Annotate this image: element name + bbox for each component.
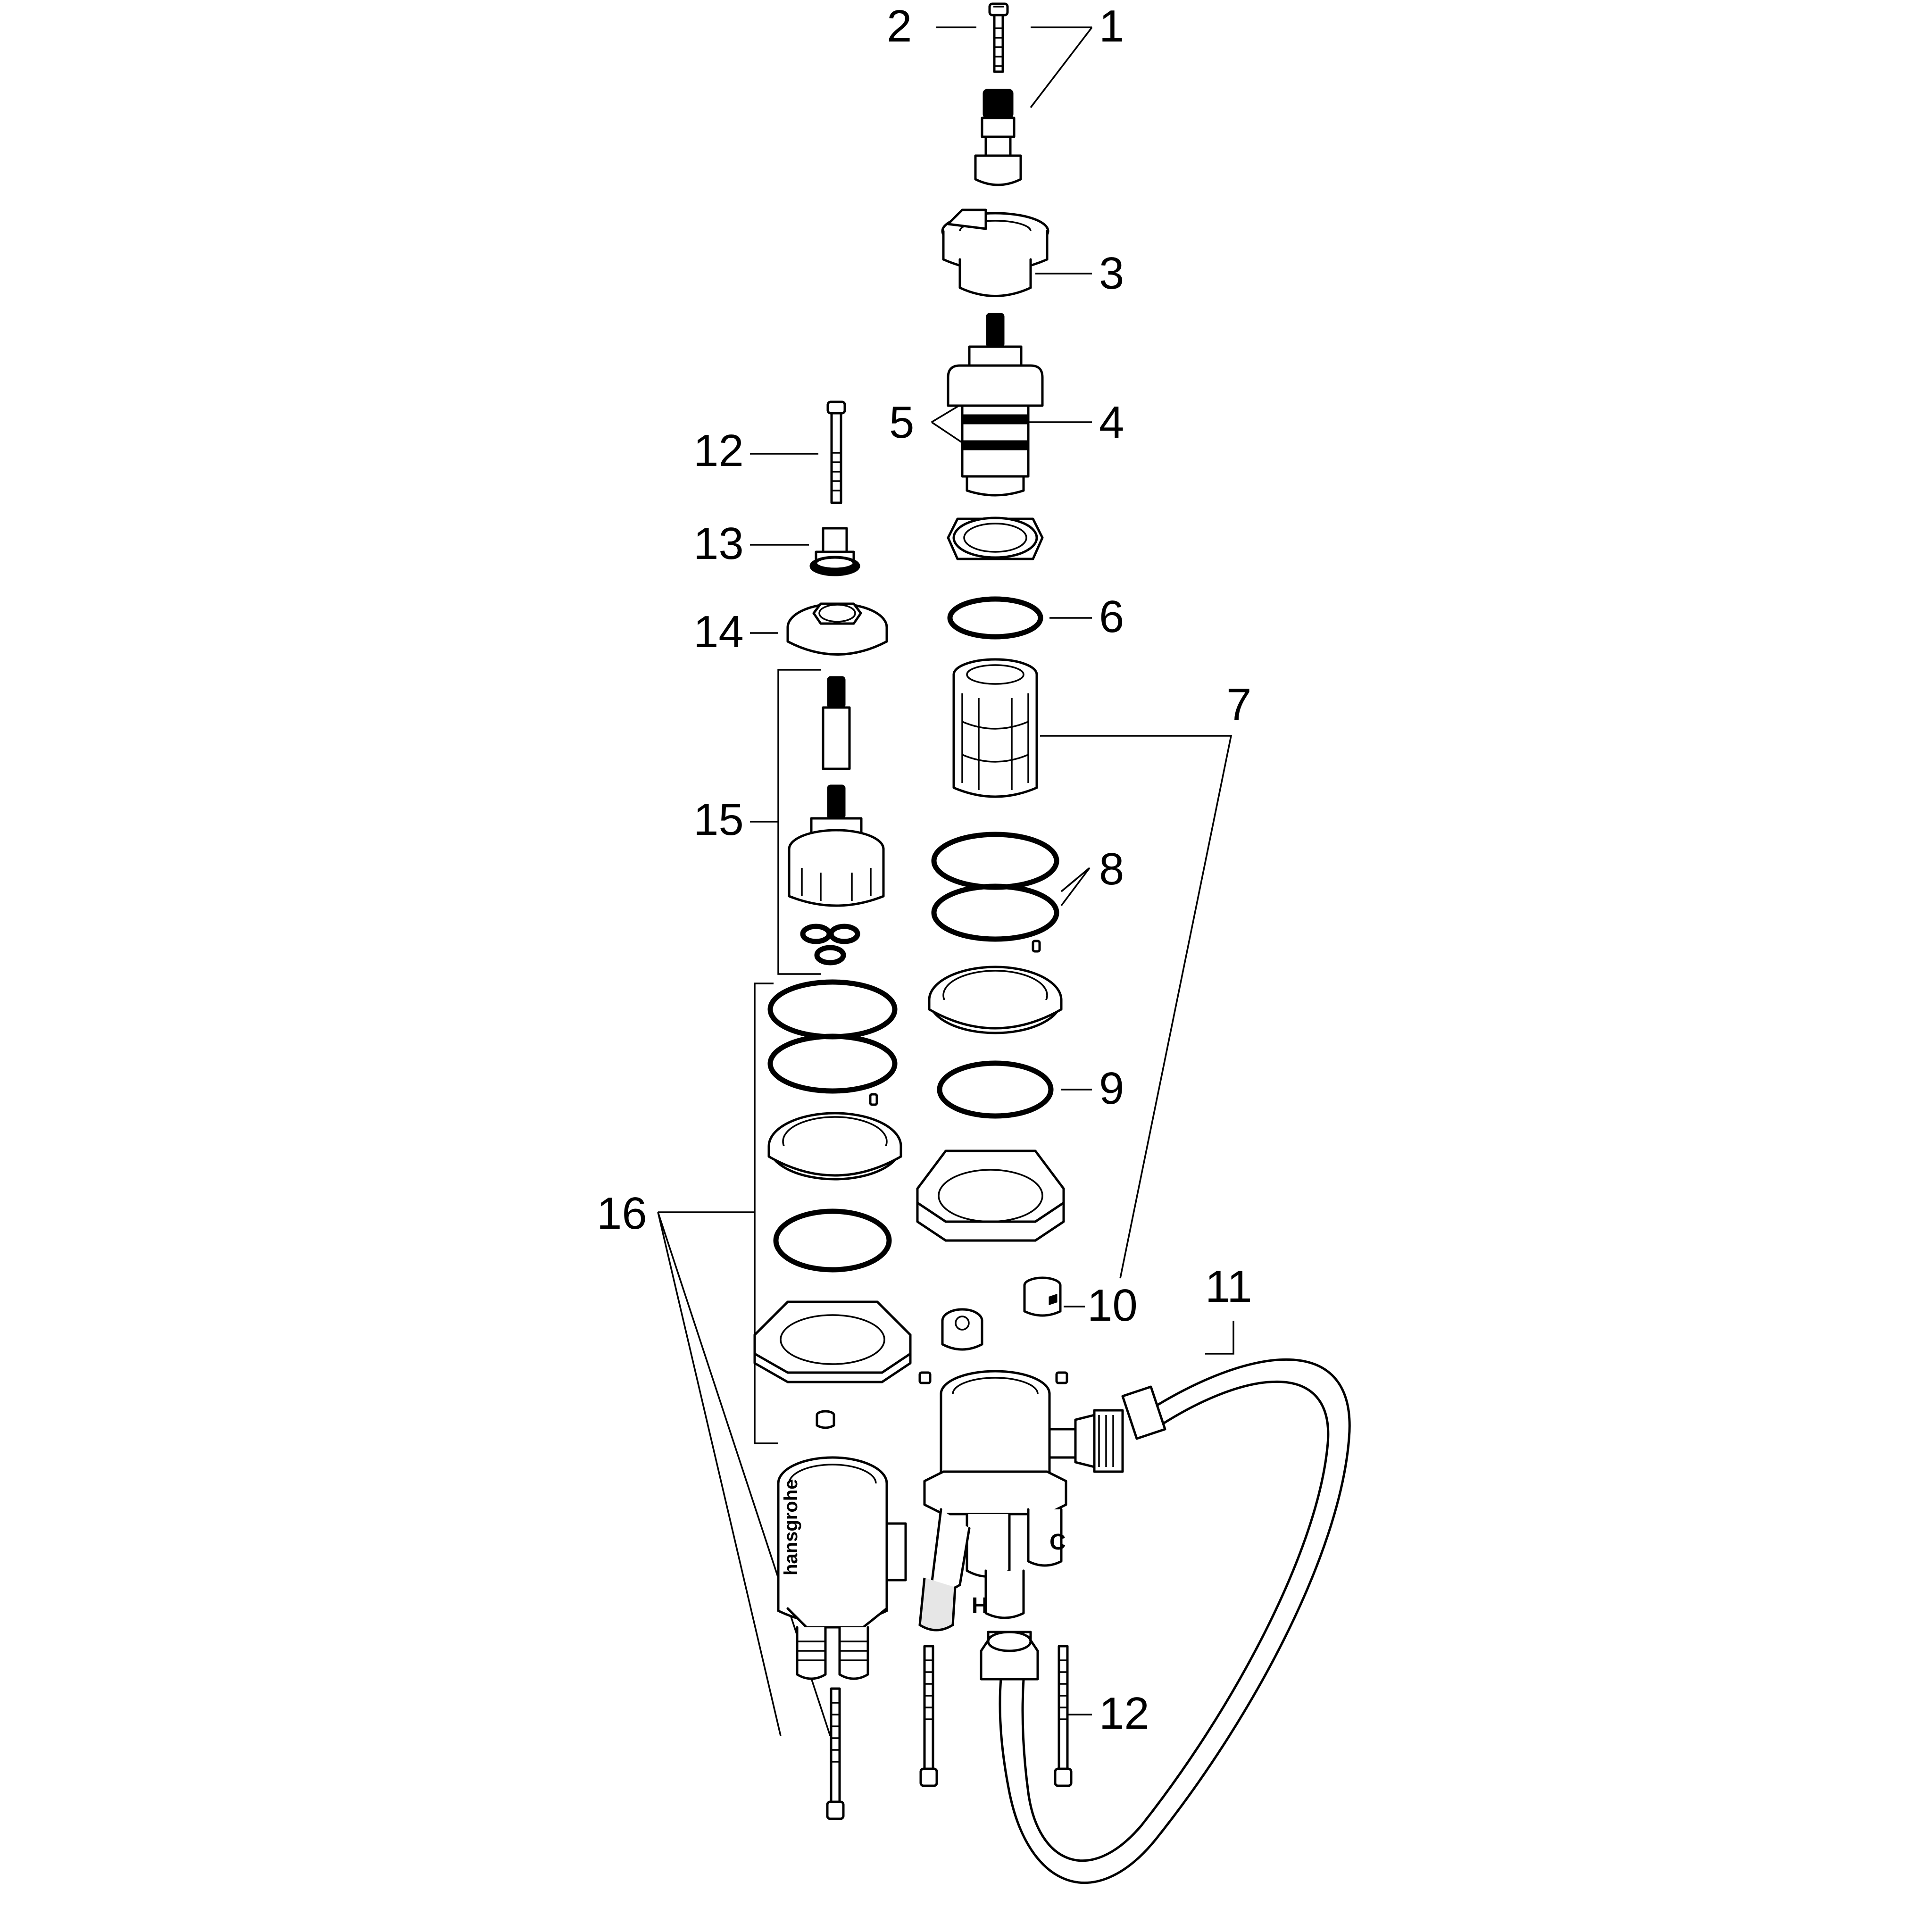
pin-body-left xyxy=(918,1371,932,1384)
screw-2 xyxy=(988,2,1009,73)
callout-labels: 2 1 3 5 4 12 13 6 14 7 15 8 9 16 11 10 1… xyxy=(597,1,1252,1739)
label-4: 4 xyxy=(1099,397,1124,448)
plug xyxy=(816,1410,835,1429)
label-3: 3 xyxy=(1099,248,1124,299)
o-ring-8-top xyxy=(931,832,1059,890)
label-6: 6 xyxy=(1099,591,1124,642)
label-10: 10 xyxy=(1087,1280,1138,1331)
o-ring-16-a xyxy=(767,979,898,1040)
hex-nut xyxy=(947,516,1044,560)
o-ring-6 xyxy=(947,596,1043,640)
label-8: 8 xyxy=(1099,844,1124,894)
cold-mark: C xyxy=(1049,1530,1066,1555)
label-7: 7 xyxy=(1226,679,1251,730)
label-13: 13 xyxy=(693,518,744,569)
mounting-plate-right xyxy=(916,1149,1065,1242)
flange-ring xyxy=(928,966,1063,1034)
mounting-plate-16 xyxy=(753,1300,912,1383)
label-15: 15 xyxy=(693,794,744,845)
label-16: 16 xyxy=(597,1188,647,1239)
pin-body-right xyxy=(1055,1371,1068,1384)
filter-7 xyxy=(952,658,1038,798)
screw-12-left xyxy=(919,1645,938,1787)
valve-body-left: hansgrohe xyxy=(777,1456,907,1680)
screw-12-right xyxy=(1054,1645,1073,1787)
label-1: 1 xyxy=(1099,1,1124,51)
adapter-3 xyxy=(941,208,1049,297)
label-11: 11 xyxy=(1205,1261,1252,1312)
hose-11 xyxy=(980,1358,1351,1884)
hot-mark: H xyxy=(972,1593,988,1618)
diverter-15 xyxy=(788,676,885,966)
spindle-extension-1 xyxy=(974,89,1022,186)
valve-body-main: H C xyxy=(918,1370,1124,1632)
brand-mark: hansgrohe xyxy=(781,1479,801,1575)
label-14: 14 xyxy=(693,607,744,657)
o-ring-16-b xyxy=(767,1033,898,1094)
label-12-bottom: 12 xyxy=(1099,1688,1149,1739)
thermostatic-cartridge-4 xyxy=(947,313,1044,497)
label-12-top: 12 xyxy=(693,425,744,476)
flange-ring-16 xyxy=(767,1112,902,1181)
check-valve-10 xyxy=(1023,1276,1062,1317)
o-ring-16-c xyxy=(773,1208,892,1273)
long-screw-12-top xyxy=(826,400,846,504)
nut-14 xyxy=(786,602,888,656)
o-ring-8-bottom xyxy=(931,883,1059,942)
o-ring-9 xyxy=(937,1060,1054,1119)
screw-16 xyxy=(826,1687,845,1820)
spindle-adapter-13 xyxy=(809,527,860,576)
label-2: 2 xyxy=(887,1,912,51)
label-9: 9 xyxy=(1099,1063,1124,1114)
pin xyxy=(1032,940,1041,953)
pin-16 xyxy=(869,1093,878,1106)
small-cartridge xyxy=(941,1308,983,1351)
label-5: 5 xyxy=(889,397,914,448)
